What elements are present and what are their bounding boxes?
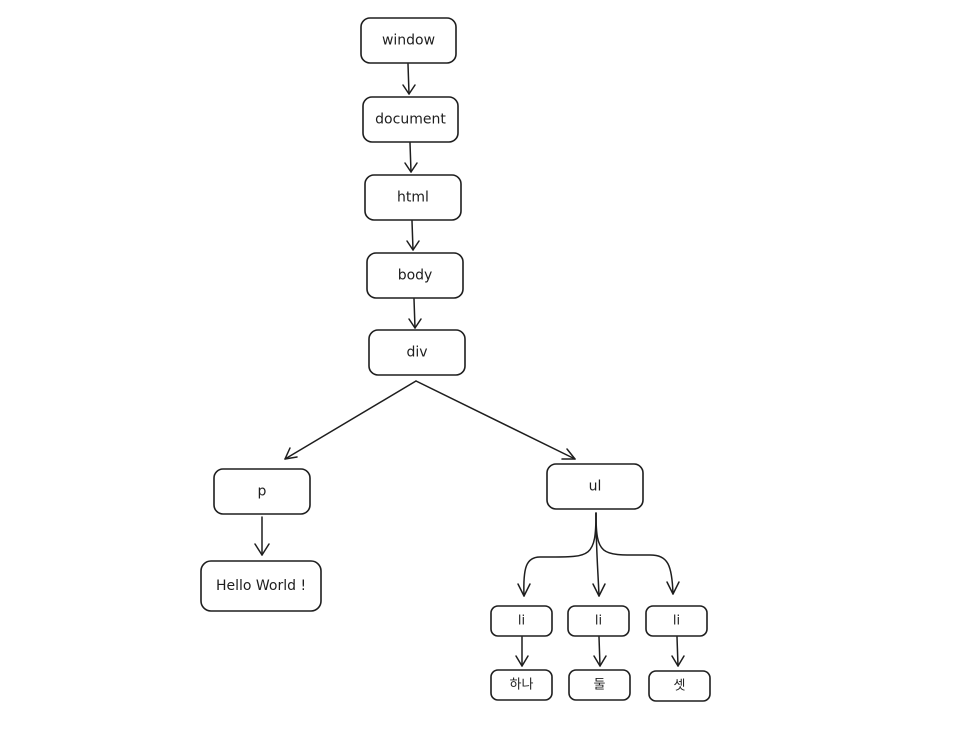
node-li-1: li [490, 605, 553, 637]
node-hello-world-label: Hello World ! [216, 578, 306, 594]
node-document-label: document [375, 112, 446, 128]
node-li-2: li [567, 605, 630, 637]
node-hana-label: 하나 [510, 678, 534, 693]
edge-window-document [402, 63, 416, 95]
node-hello-world: Hello World ! [200, 560, 322, 612]
node-li-3-label: li [673, 614, 680, 629]
edge-li3-set [671, 636, 685, 667]
node-ul-label: ul [589, 479, 602, 495]
edge-li1-hana [515, 636, 529, 667]
node-li-2-label: li [595, 614, 602, 629]
edge-ul-li3 [595, 512, 680, 595]
node-dul-label: 둘 [594, 678, 606, 693]
node-li-3: li [645, 605, 708, 637]
node-body: body [366, 252, 464, 299]
node-dul: 둘 [568, 669, 631, 701]
edge-div-p [284, 380, 417, 460]
edge-li2-dul [593, 636, 607, 667]
edge-document-html [404, 142, 418, 173]
edge-p-hello [254, 516, 270, 556]
node-html: html [364, 174, 462, 221]
edge-ul-li1 [517, 512, 597, 597]
node-div-label: div [406, 345, 427, 361]
edge-ul-li2 [592, 512, 606, 597]
edge-body-div [408, 298, 422, 329]
node-hana: 하나 [490, 669, 553, 701]
edge-div-ul [415, 380, 576, 460]
node-set: 셋 [648, 670, 711, 702]
node-window: window [360, 17, 457, 64]
node-p: p [213, 468, 311, 515]
node-body-label: body [398, 268, 433, 284]
node-window-label: window [382, 33, 435, 49]
node-div: div [368, 329, 466, 376]
node-set-label: 셋 [674, 679, 686, 694]
node-ul: ul [546, 463, 644, 510]
node-html-label: html [397, 190, 429, 206]
node-document: document [362, 96, 459, 143]
edge-html-body [406, 220, 420, 251]
node-p-label: p [258, 484, 267, 500]
node-li-1-label: li [518, 614, 525, 629]
